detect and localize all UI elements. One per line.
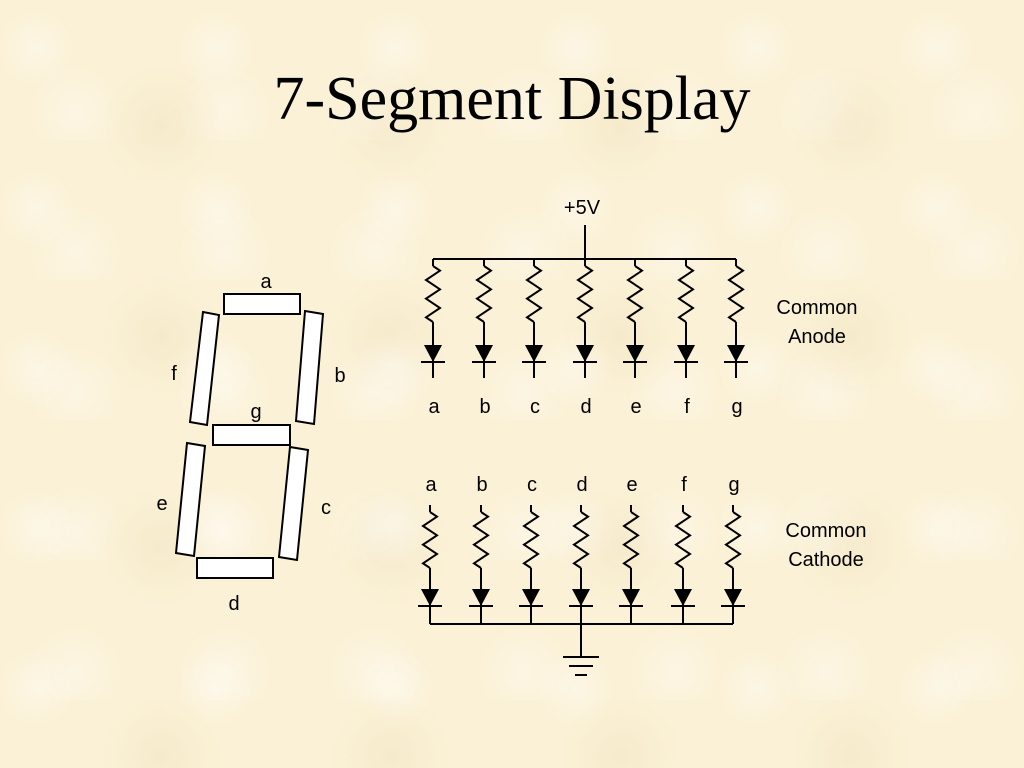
led-diode-icon <box>721 589 745 607</box>
segment-label-g: g <box>250 401 261 423</box>
segment-labels: a b c d e f g <box>156 271 345 615</box>
pin-label: e <box>626 474 637 496</box>
segment-label-c: c <box>321 497 331 519</box>
resistor-icon <box>626 265 644 323</box>
branch-0: a <box>421 259 445 418</box>
resistor-icon <box>424 265 442 323</box>
resistor-icon <box>472 511 490 569</box>
branch-0: a <box>418 474 442 624</box>
segment-label-f: f <box>171 363 177 385</box>
led-diode-icon <box>674 345 698 363</box>
cathode-branches: a b c d e f g <box>418 474 745 624</box>
common-cathode-circuit: a b c d e f g Common Cathode <box>418 474 867 676</box>
led-diode-icon <box>472 345 496 363</box>
pin-label: g <box>728 474 739 496</box>
pin-label: c <box>530 396 540 418</box>
branch-2: c <box>522 259 546 418</box>
pin-label: b <box>479 396 490 418</box>
resistor-icon <box>677 265 695 323</box>
resistor-icon <box>674 511 692 569</box>
resistor-icon <box>727 265 745 323</box>
segment-label-d: d <box>228 593 239 615</box>
pin-label: e <box>630 396 641 418</box>
branch-4: e <box>619 474 643 624</box>
led-diode-icon <box>671 589 695 607</box>
led-diode-icon <box>421 345 445 363</box>
segment-g <box>212 424 291 446</box>
led-diode-icon <box>418 589 442 607</box>
resistor-icon <box>576 265 594 323</box>
pin-label: a <box>428 396 440 418</box>
supply-label: +5V <box>564 197 601 219</box>
branch-1: b <box>469 474 493 624</box>
resistor-icon <box>421 511 439 569</box>
slide-title: 7-Segment Display <box>273 65 751 133</box>
pin-label: d <box>576 474 587 496</box>
cathode-label-line2: Cathode <box>788 549 864 571</box>
pin-label: a <box>425 474 437 496</box>
resistor-icon <box>622 511 640 569</box>
led-diode-icon <box>619 589 643 607</box>
pin-label: d <box>580 396 591 418</box>
anode-label-line2: Anode <box>788 326 846 348</box>
branch-6: g <box>724 259 748 418</box>
pin-label: f <box>681 474 687 496</box>
resistor-icon <box>522 511 540 569</box>
anode-label-line1: Common <box>776 297 857 319</box>
segment-label-e: e <box>156 493 167 515</box>
segment-label-a: a <box>260 271 272 293</box>
resistor-icon <box>475 265 493 323</box>
branch-3: d <box>573 259 597 418</box>
seven-segment-display <box>174 293 325 579</box>
led-diode-icon <box>573 345 597 363</box>
pin-label: b <box>476 474 487 496</box>
resistor-icon <box>525 265 543 323</box>
resistor-icon <box>572 511 590 569</box>
segment-label-b: b <box>334 365 345 387</box>
anode-branches: a b c d e f g <box>421 259 748 418</box>
segment-a <box>223 293 301 315</box>
led-diode-icon <box>724 345 748 363</box>
cathode-label-line1: Common <box>785 520 866 542</box>
pin-label: g <box>731 396 742 418</box>
led-diode-icon <box>623 345 647 363</box>
pin-label: f <box>684 396 690 418</box>
pin-label: c <box>527 474 537 496</box>
segment-d <box>196 557 274 579</box>
branch-5: f <box>671 474 695 624</box>
branch-1: b <box>472 259 496 418</box>
common-anode-circuit: +5V a b c d e f g Common Anode <box>421 197 858 418</box>
led-diode-icon <box>522 345 546 363</box>
segment-e <box>174 441 207 558</box>
segment-b <box>294 309 325 426</box>
branch-4: e <box>623 259 647 418</box>
ground-icon <box>563 656 599 676</box>
segment-f <box>188 310 221 427</box>
branch-5: f <box>674 259 698 418</box>
branch-3: d <box>569 474 593 624</box>
resistor-icon <box>724 511 742 569</box>
led-diode-icon <box>569 589 593 607</box>
branch-6: g <box>721 474 745 624</box>
branch-2: c <box>519 474 543 624</box>
led-diode-icon <box>519 589 543 607</box>
segment-c <box>277 445 310 562</box>
led-diode-icon <box>469 589 493 607</box>
